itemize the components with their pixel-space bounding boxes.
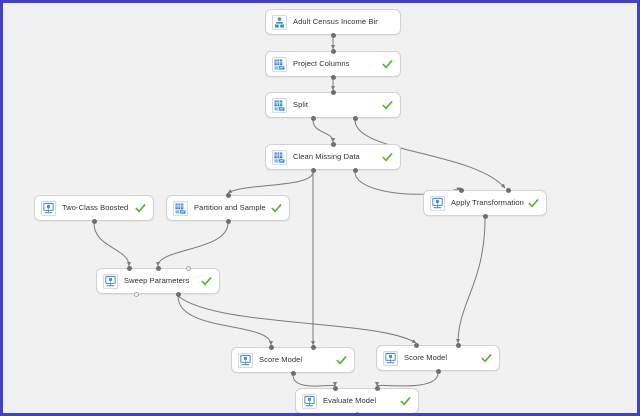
module-node-adult-census-income-binary-classification-dataset[interactable]: Adult Census Income Binary C...	[265, 9, 401, 35]
data-transform-icon	[173, 200, 188, 216]
input-port[interactable]	[225, 192, 231, 198]
module-label: Score Model	[404, 353, 448, 362]
output-port[interactable]	[352, 115, 358, 121]
module-label: Two-Class Boosted Decision T...	[62, 203, 131, 212]
module-node-two-class-boosted-decision-tree[interactable]: Two-Class Boosted Decision T...	[34, 195, 154, 221]
module-label: Split	[293, 100, 309, 109]
status-check-icon	[400, 396, 411, 406]
data-transform-icon	[272, 97, 287, 113]
output-port[interactable]	[133, 291, 139, 297]
data-transform-icon	[272, 149, 287, 165]
module-node-split[interactable]: Split	[265, 92, 401, 118]
output-port[interactable]	[310, 115, 316, 121]
module-label: Adult Census Income Binary C...	[293, 17, 378, 26]
module-node-project-columns[interactable]: Project Columns	[265, 51, 401, 77]
output-port[interactable]	[290, 370, 296, 376]
output-port[interactable]	[330, 74, 336, 80]
output-port[interactable]	[435, 368, 441, 374]
output-port[interactable]	[91, 218, 97, 224]
input-port[interactable]	[330, 141, 336, 147]
model-icon	[103, 273, 118, 289]
input-port[interactable]	[155, 265, 161, 271]
module-label: Score Model	[259, 355, 303, 364]
module-label: Project Columns	[293, 59, 350, 68]
module-node-clean-missing-data[interactable]: Clean Missing Data	[265, 144, 401, 170]
status-check-icon	[382, 152, 393, 162]
output-port[interactable]	[482, 213, 488, 219]
output-port[interactable]	[352, 167, 358, 173]
module-node-sweep-parameters[interactable]: Sweep Parameters	[96, 268, 220, 294]
model-icon	[383, 350, 398, 366]
status-check-icon	[336, 355, 347, 365]
data-transform-icon	[272, 56, 287, 72]
input-port[interactable]	[268, 344, 274, 350]
input-port[interactable]	[455, 342, 461, 348]
output-port[interactable]	[330, 32, 336, 38]
module-label: Partition and Sample	[194, 203, 266, 212]
dataset-icon	[272, 14, 287, 30]
module-label: Apply Transformation	[451, 198, 524, 207]
input-port[interactable]	[185, 265, 191, 271]
input-port[interactable]	[126, 265, 132, 271]
module-label: Clean Missing Data	[293, 152, 360, 161]
status-check-icon	[528, 198, 539, 208]
status-check-icon	[271, 203, 282, 213]
model-icon	[238, 352, 253, 368]
input-port[interactable]	[505, 187, 511, 193]
input-port[interactable]	[310, 344, 316, 350]
module-node-score-model-right[interactable]: Score Model	[376, 345, 500, 371]
module-label: Evaluate Model	[323, 396, 377, 405]
input-port[interactable]	[374, 385, 380, 391]
input-port[interactable]	[330, 89, 336, 95]
status-check-icon	[382, 100, 393, 110]
module-node-score-model-left[interactable]: Score Model	[231, 347, 355, 373]
model-icon	[41, 200, 56, 216]
input-port[interactable]	[413, 342, 419, 348]
output-port[interactable]	[225, 218, 231, 224]
output-port[interactable]	[310, 167, 316, 173]
module-layer: Adult Census Income Binary C... Project C…	[3, 3, 637, 413]
module-label: Sweep Parameters	[124, 276, 190, 285]
model-icon	[430, 195, 445, 211]
input-port[interactable]	[458, 187, 464, 193]
module-node-apply-transformation[interactable]: Apply Transformation	[423, 190, 547, 216]
status-check-icon	[201, 276, 212, 286]
module-node-evaluate-model[interactable]: Evaluate Model	[295, 388, 419, 413]
model-icon	[302, 393, 317, 409]
input-port[interactable]	[332, 385, 338, 391]
status-check-icon	[382, 59, 393, 69]
status-check-icon	[481, 353, 492, 363]
status-check-icon	[135, 203, 146, 213]
module-node-partition-and-sample[interactable]: Partition and Sample	[166, 195, 290, 221]
input-port[interactable]	[330, 48, 336, 54]
output-port[interactable]	[354, 411, 360, 413]
output-port[interactable]	[175, 291, 181, 297]
